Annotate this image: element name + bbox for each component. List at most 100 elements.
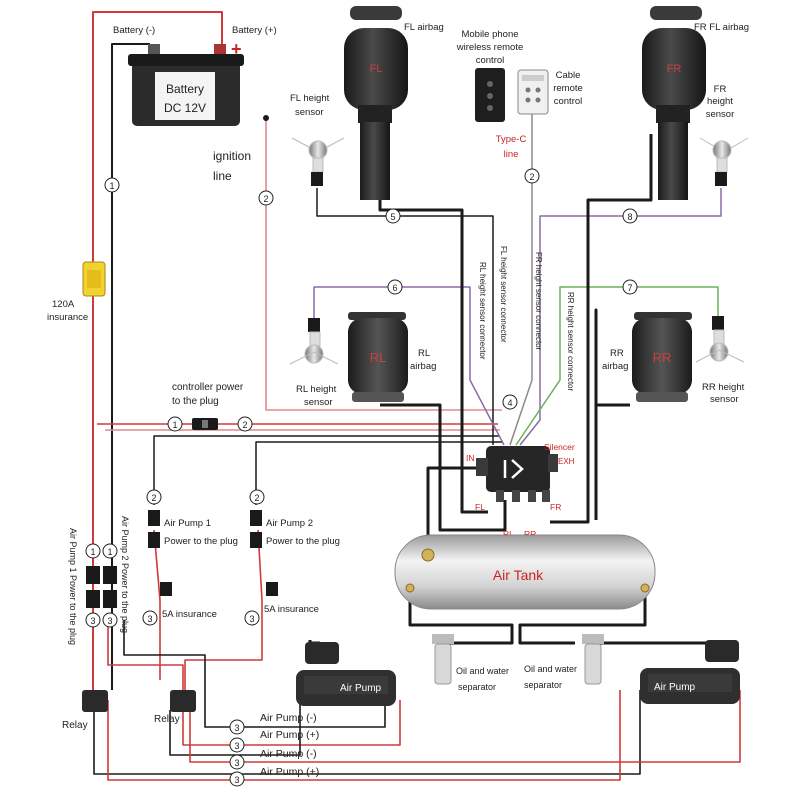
svg-text:5: 5 [390,212,395,222]
svg-text:4: 4 [507,398,512,408]
cable-remote-label-2: remote [553,83,583,94]
controller-port-rl: RL [503,529,514,539]
rl-connector-label: RL height sensor connector [478,262,487,360]
battery-positive-wire [92,11,223,690]
battery-neg-label: Battery (-) [113,25,155,36]
bottom-wire-labels: Air Pump (-) Air Pump (+) Air Pump (-) A… [260,712,319,778]
svg-text:3: 3 [234,775,239,785]
relay1-to-bottom [93,690,641,775]
rr-airbag-mark: RR [653,350,672,365]
typec-label-1: Type-C [496,134,527,145]
pump-plugs: Air Pump 1 Power to the plug Air Pump 2 … [68,510,340,645]
rl-airbag: RL RL airbag [348,312,436,402]
fuse-120a: 120A insurance [47,261,106,323]
rl-air-line [380,403,507,532]
mobile-remote-label-3: control [476,55,505,66]
pump1-vertical-label: Air Pump 1 Power to the plug [68,528,78,645]
pump2-plug-label-1: Air Pump 2 [266,518,313,529]
rr-air-line [594,308,630,520]
controller-power-label-1: controller power [172,382,244,393]
left-pump-label: Air Pump [340,683,382,694]
relay-1 [82,690,108,712]
fl-connector-label: FL height sensor connector [499,246,508,343]
controller-power-label-2: to the plug [172,396,219,407]
wire-marker-4: 4 [502,394,518,410]
ignition-wire [265,118,502,411]
pump2-plug-label-2: Power to the plug [266,536,340,547]
wire-marker-3h: 3 [229,771,245,787]
rl-airbag-mark: RL [370,350,387,365]
battery-top [128,54,244,66]
wire-marker-3b: 3 [102,612,118,628]
sep-right-label-2: separator [524,680,562,690]
fl-sensor-label-2: sensor [295,107,324,118]
ignition-label: ignition line [213,115,269,183]
plug1-red-down [153,529,161,680]
rr-height-sensor: RR height sensor [695,316,745,405]
rr-side-label-1: RR [610,348,624,359]
relay-2-label: Relay [154,714,180,725]
rr-sensor-wire [515,286,719,446]
rl-side-label-1: RL [418,348,430,359]
fr-sensor-label-3: sensor [706,109,735,120]
fl-airbag-label: FL airbag [404,22,444,33]
wire-marker-1d: 1 [102,543,118,559]
plug2-red-down [184,529,263,690]
svg-text:1: 1 [90,547,95,557]
rr-airbag: RR RR airbag [602,312,692,402]
air-pump-left: Air Pump [296,642,396,706]
battery-label-2: DC 12V [164,101,206,115]
typec-label-2: line [504,149,519,160]
pump1-plug-label-2: Power to the plug [164,536,238,547]
controller-port-exh: EXH [558,457,575,466]
mobile-remote-label-2: wireless remote [456,42,524,53]
wire-marker-3a: 3 [85,612,101,628]
fl-sensor-label-1: FL height [290,93,330,104]
wire-marker-1b: 1 [167,416,183,432]
battery-label-1: Battery [166,82,204,96]
separator-right: Oil and water separator [524,634,604,690]
battery-pos-terminal [214,44,226,54]
fuse-5a-label-1: 5A insurance [162,609,217,620]
controller-port-in: IN [466,453,475,463]
fuse-120a-label-2: insurance [47,312,88,323]
pump1-signal-wire [153,435,500,505]
controller-port-fr: FR [550,502,561,512]
relays: Relay Relay [62,690,196,731]
fr-sensor-wire [519,188,722,446]
svg-text:2: 2 [151,493,156,503]
fuse-120a-label-1: 120A [52,299,75,310]
svg-text:2: 2 [529,172,534,182]
tank-to-left-pump-line [408,588,514,645]
svg-text:6: 6 [392,283,397,293]
air-tank: Air Tank [394,534,656,610]
sep-left-label-1: Oil and water [456,666,509,676]
cable-remote-label-3: control [554,96,583,107]
bottom-wire-label: Air Pump (-) [260,712,317,724]
svg-text:1: 1 [107,547,112,557]
battery-neg-terminal [148,44,160,54]
rl-sensor-label-1: RL height [296,384,337,395]
mobile-remote-label-1: Mobile phone [461,29,518,40]
sensor-connector-labels: FL height sensor connector RL height sen… [478,246,575,392]
wire-marker-3e: 3 [229,719,245,735]
fr-airbag-label: FR FL airbag [694,22,749,33]
fl-sensor-wire [316,188,494,445]
wire-marker-3f: 3 [229,737,245,753]
wire-marker-2c: 2 [237,416,253,432]
svg-text:1: 1 [172,420,177,430]
wire-marker-2d: 2 [146,489,162,505]
plug-left-ladder-black [123,620,386,728]
remote-cable-wire [509,112,533,446]
pump2-signal-wire [255,441,503,505]
svg-text:3: 3 [234,723,239,733]
wire-marker-7: 7 [622,279,638,295]
rl-side-label-2: airbag [410,361,436,372]
wire-number-markers: 1 2 2 5 8 6 7 4 1 2 2 2 1 1 3 3 3 3 3 3 … [85,168,638,787]
fr-air-line [550,134,653,524]
svg-text:8: 8 [627,212,632,222]
fr-sensor-label-1: FR [714,84,727,95]
controller-silencer: Silencer [544,442,575,452]
fr-airbag: FR FR FL airbag [642,6,749,200]
